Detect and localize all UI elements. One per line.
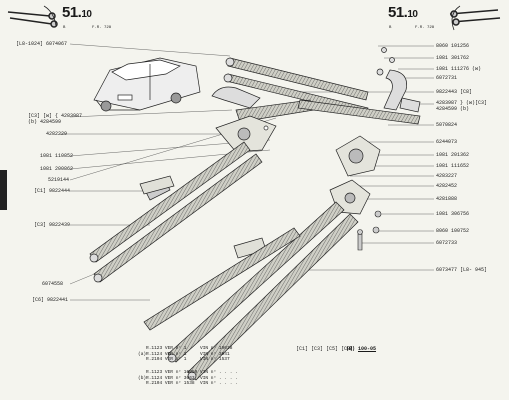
part-label: 4284599 (b) — [436, 106, 470, 112]
bracket-plate-lower — [335, 135, 381, 177]
note-b-lines: R.1123 VER n° 10059 R.1124 VER n° 3063 R… — [146, 370, 198, 387]
page-number-right: 51.10 — [388, 4, 418, 21]
right-shafts — [167, 201, 359, 381]
part-label: 4283987 } (w)[C3] — [436, 100, 488, 106]
note-a-tag: (a) — [138, 352, 147, 357]
part-label: 8060 101256 — [436, 43, 470, 49]
part-label: 1081 111276 (w) — [436, 66, 482, 72]
part-label: 9822443 [C8] — [436, 89, 473, 95]
part-label: 6072733 — [436, 240, 458, 246]
part-label: 4282452 — [436, 183, 458, 189]
part-label: 6074558 — [42, 281, 64, 287]
side-tab-marker — [0, 170, 7, 210]
right-ref: F.R. 728 — [415, 26, 435, 30]
upper-linkage — [211, 47, 421, 125]
part-label: 1081 201362 — [436, 152, 470, 158]
part-label: 6244073 — [436, 139, 458, 145]
reference-value: 100-05 — [358, 346, 377, 352]
part-label: [C1] 9822444 — [34, 188, 71, 194]
part-label: [C3] [w] { 4283987 — [28, 113, 83, 119]
part-label: 1081 111652 — [436, 163, 470, 169]
loose-tubes — [139, 175, 267, 259]
middle-shaft — [143, 227, 301, 331]
part-label: [L8-1024] 6074067 — [16, 41, 68, 47]
car-sketch — [93, 57, 201, 112]
part-label: [C3] 9822439 — [34, 222, 71, 228]
part-label: 6072731 — [436, 75, 458, 81]
part-label: 4281888 — [436, 196, 458, 202]
page-number-left: 51.10 — [62, 4, 92, 21]
part-label: 1081 200862 — [40, 166, 74, 172]
part-label: 1081 301762 — [436, 55, 470, 61]
note-a-lines: R.1123 VER n° 1 R.1124 VER n° 1 R.2104 V… — [146, 346, 187, 363]
part-label: 4282229 — [46, 131, 68, 137]
left-shafts — [89, 141, 263, 283]
part-label: 6073477 [L8- 945] — [436, 267, 488, 273]
part-label: 8060 100752 — [436, 228, 470, 234]
part-label: 1081 110852 — [40, 153, 74, 159]
bracket-plate-upper — [215, 115, 277, 153]
variant-codes: [C1] [C3] [C5] [C8] — [296, 346, 354, 352]
left-part-thumbnail — [6, 4, 58, 30]
b-symbol: (B) — [346, 346, 356, 352]
right-code: B — [389, 26, 392, 30]
note-b-vin: VIN n° . . . . VIN n° . . . . VIN n° . .… — [200, 370, 238, 387]
right-part-thumbnail — [446, 4, 504, 32]
left-code: B — [63, 26, 66, 30]
left-ref: F.R. 728 — [92, 26, 112, 30]
note-a-vin: VIN n° 10038 VIN n° 3041 VIN n° 1537 — [200, 346, 233, 363]
part-label: 4283227 — [436, 173, 458, 179]
part-label: (b) 4284599 — [28, 119, 62, 125]
part-label: 5070824 — [436, 122, 458, 128]
part-label: [C6] 9822441 — [32, 297, 69, 303]
small-hardware — [357, 210, 382, 251]
part-label: 5219144 — [48, 177, 70, 183]
part-label: 1081 306756 — [436, 211, 470, 217]
bracket-plate-third — [329, 179, 371, 215]
note-b-tag: (b) — [138, 376, 147, 381]
